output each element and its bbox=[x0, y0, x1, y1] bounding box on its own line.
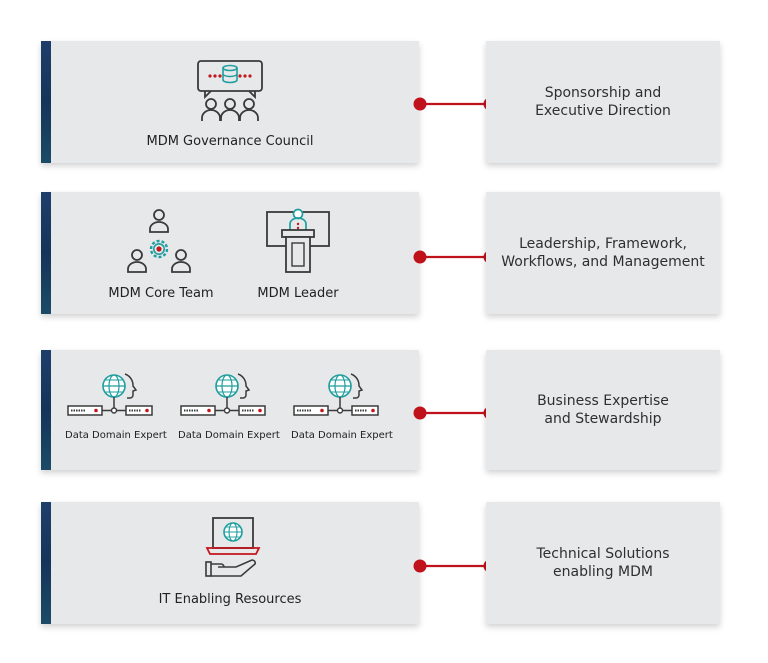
expertise-card: Business Expertise and Stewardship bbox=[486, 350, 720, 470]
data-domain-expert-label: Data Domain Expert bbox=[65, 430, 167, 441]
data-domain-expert-icon bbox=[180, 373, 266, 416]
governance-council-label: MDM Governance Council bbox=[146, 134, 314, 149]
data-domain-expert-icon bbox=[67, 373, 153, 416]
sponsorship-text: Sponsorship and Executive Direction bbox=[535, 85, 671, 119]
governance-council-card: MDM Governance Council bbox=[41, 41, 419, 163]
core-team-icon bbox=[127, 209, 191, 273]
data-domain-expert-label: Data Domain Expert bbox=[291, 430, 393, 441]
data-domain-expert-icon bbox=[293, 373, 379, 416]
council-meeting-icon bbox=[197, 60, 263, 121]
sponsorship-card: Sponsorship and Executive Direction bbox=[486, 41, 720, 163]
technical-text: Technical Solutions enabling MDM bbox=[536, 546, 670, 580]
core-team-label: MDM Core Team bbox=[108, 286, 214, 301]
it-resources-card: IT Enabling Resources bbox=[41, 502, 419, 624]
core-team-card: MDM Core Team MDM Leader bbox=[41, 192, 419, 314]
leader-podium-icon bbox=[266, 208, 330, 273]
data-domain-expert-label: Data Domain Expert bbox=[178, 430, 280, 441]
it-resources-label: IT Enabling Resources bbox=[158, 592, 302, 607]
accent-bar bbox=[41, 350, 51, 470]
data-domain-card: Data Domain Expert Data Domain Expert bbox=[41, 350, 419, 470]
leadership-text: Leadership, Framework, Workflows, and Ma… bbox=[501, 236, 705, 270]
accent-bar bbox=[41, 41, 51, 163]
leader-label: MDM Leader bbox=[257, 286, 339, 301]
accent-bar bbox=[41, 502, 51, 624]
it-resources-icon bbox=[205, 517, 261, 577]
accent-bar bbox=[41, 192, 51, 314]
technical-card: Technical Solutions enabling MDM bbox=[486, 502, 720, 624]
leadership-card: Leadership, Framework, Workflows, and Ma… bbox=[486, 192, 720, 314]
expertise-text: Business Expertise and Stewardship bbox=[537, 393, 669, 427]
